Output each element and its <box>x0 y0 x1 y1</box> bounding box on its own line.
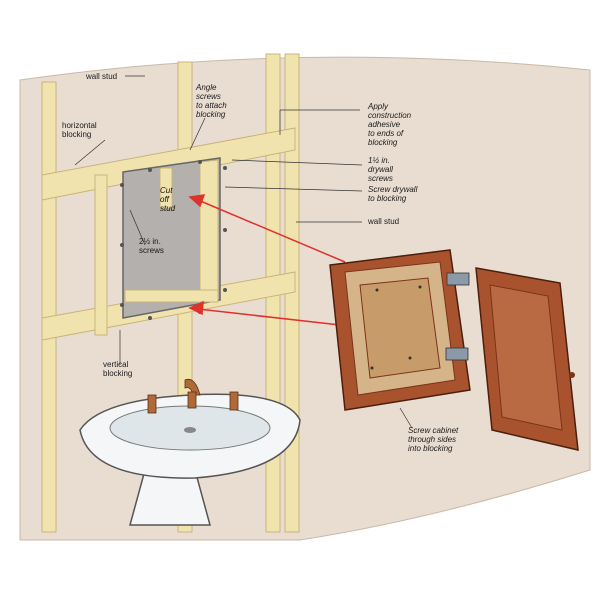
pedestal-sink <box>79 393 301 526</box>
label-wall-stud-top: wall stud <box>86 72 118 81</box>
label-screws-2half: 2½ in. screws <box>139 237 164 255</box>
faucet <box>147 378 239 414</box>
label-screw-cabinet: Screw cabinet through sides into blockin… <box>408 426 459 453</box>
label-angle-screws: Angle screws to attach blocking <box>196 83 227 119</box>
label-apply-adhesive: Apply construction adhesive to ends of b… <box>368 102 412 147</box>
cut-off-stud <box>159 167 173 209</box>
vertical-blocking-left <box>94 174 108 336</box>
vertical-blocking-inner <box>199 159 219 301</box>
leader-lines <box>74 75 413 429</box>
install-arrows <box>188 194 346 326</box>
cabinet-door <box>475 267 579 451</box>
label-cut-off-stud: Cut off stud <box>160 186 176 213</box>
hinge-icons <box>445 272 470 361</box>
label-horizontal-blocking: horizontal blocking <box>62 121 97 139</box>
cabinet-box <box>329 249 471 411</box>
wall-stud-left <box>41 81 57 533</box>
label-wall-stud-right: wall stud <box>368 217 400 226</box>
bottom-blocking-inner <box>124 289 219 303</box>
label-vertical-blocking: vertical blocking <box>103 360 133 378</box>
label-drywall-screws: 1½ in. drywall screws <box>368 156 393 183</box>
label-screw-drywall: Screw drywall to blocking <box>368 185 418 203</box>
